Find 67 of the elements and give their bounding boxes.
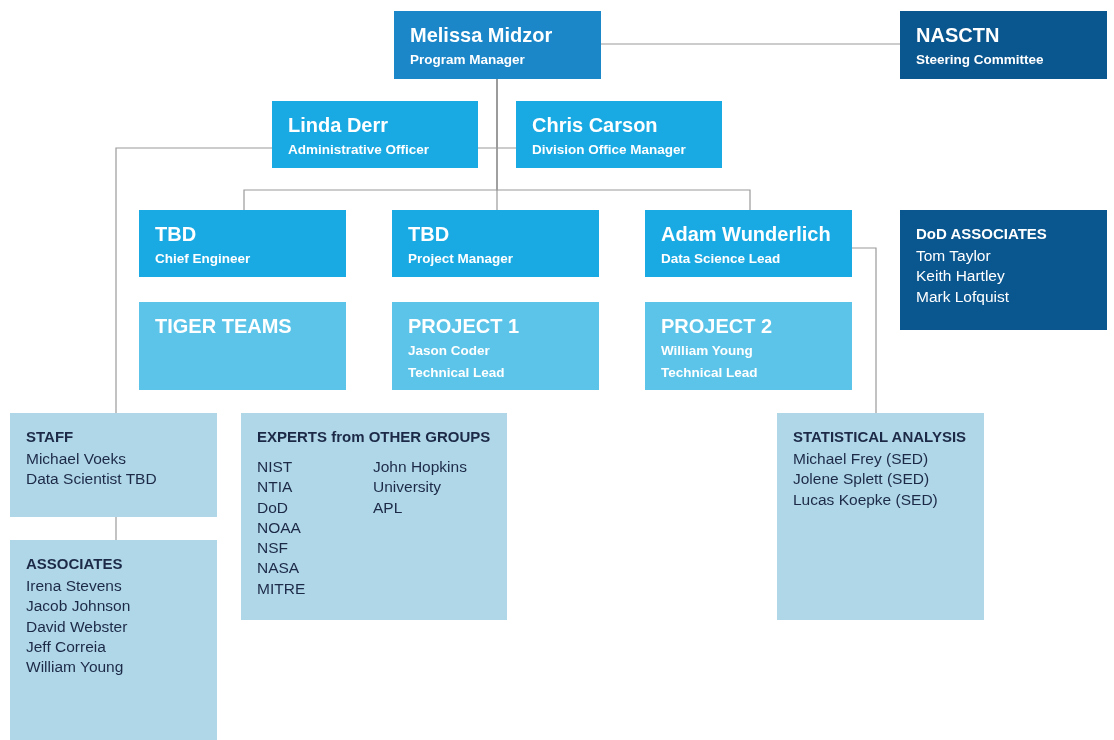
- member-name: MITRE: [257, 578, 307, 599]
- connector-line: [600, 43, 901, 45]
- org-box: [10, 540, 217, 740]
- box-heading: NASCTN: [916, 23, 1001, 47]
- box-heading: PROJECT 2: [661, 314, 774, 338]
- group-heading: STAFF: [26, 427, 75, 447]
- org-box: [272, 101, 478, 168]
- member-name: Michael Frey (SED): [793, 449, 930, 469]
- member-name: Jeff Correia: [26, 636, 107, 657]
- member-name: Michael Voeks: [26, 449, 127, 469]
- group-heading: STATISTICAL ANALYSIS: [793, 427, 968, 447]
- org-box: [139, 302, 346, 390]
- member-name: David Webster: [26, 616, 129, 637]
- job-title: Project Manager: [408, 250, 515, 268]
- org-box: [241, 413, 507, 620]
- org-box: [645, 302, 852, 390]
- member-name: Jacob Johnson: [26, 596, 132, 617]
- connector-line: [115, 516, 117, 541]
- box-heading: Chris Carson: [532, 113, 659, 137]
- member-name: Keith Hartley: [916, 266, 1006, 287]
- job-title: Division Office Manager: [532, 141, 687, 159]
- member-name: DoD: [257, 497, 289, 518]
- member-name: Data Scientist TBD: [26, 469, 158, 490]
- member-name: Tom Taylor: [916, 246, 992, 266]
- job-title: Administrative Officer: [288, 141, 431, 159]
- group-heading: EXPERTS from OTHER GROUPS: [257, 427, 492, 447]
- org-box: [900, 11, 1107, 79]
- org-box: [900, 210, 1107, 330]
- org-box: [777, 413, 984, 620]
- job-title: William Young: [661, 342, 754, 360]
- org-box: [392, 210, 599, 277]
- box-heading: Adam Wunderlich: [661, 222, 832, 246]
- job-title: Jason Coder: [408, 342, 491, 360]
- box-heading: TBD: [155, 222, 198, 246]
- org-box: [645, 210, 852, 277]
- job-title: Chief Engineer: [155, 250, 252, 268]
- group-heading: ASSOCIATES: [26, 554, 124, 574]
- job-title: Program Manager: [410, 51, 526, 69]
- member-name: Jolene Splett (SED): [793, 469, 931, 490]
- job-title: Technical Lead: [661, 364, 759, 382]
- box-heading: TBD: [408, 222, 451, 246]
- member-name: NASA: [257, 558, 301, 579]
- member-name: John Hopkins University: [373, 457, 468, 498]
- job-title: Steering Committee: [916, 51, 1045, 69]
- group-heading: DoD ASSOCIATES: [916, 224, 1048, 244]
- org-box: [516, 101, 722, 168]
- member-name: William Young: [26, 657, 125, 678]
- box-heading: Linda Derr: [288, 113, 390, 137]
- org-box: [139, 210, 346, 277]
- member-name: NOAA: [257, 517, 302, 538]
- connector-line: [851, 247, 877, 414]
- member-name: Lucas Koepke (SED): [793, 489, 939, 510]
- member-name: Mark Lofquist: [916, 286, 1011, 307]
- org-box: [394, 11, 601, 79]
- connector-line: [115, 147, 273, 414]
- org-box: [392, 302, 599, 390]
- member-name: APL: [373, 497, 404, 518]
- job-title: Data Science Lead: [661, 250, 782, 268]
- member-name: Irena Stevens: [26, 576, 123, 596]
- member-name: NTIA: [257, 477, 294, 498]
- job-title: Technical Lead: [408, 364, 506, 382]
- member-name: NIST: [257, 457, 294, 477]
- box-heading: Melissa Midzor: [410, 23, 554, 47]
- member-name: NSF: [257, 538, 289, 559]
- box-heading: TIGER TEAMS: [155, 314, 293, 338]
- box-heading: PROJECT 1: [408, 314, 521, 338]
- org-box: [10, 413, 217, 517]
